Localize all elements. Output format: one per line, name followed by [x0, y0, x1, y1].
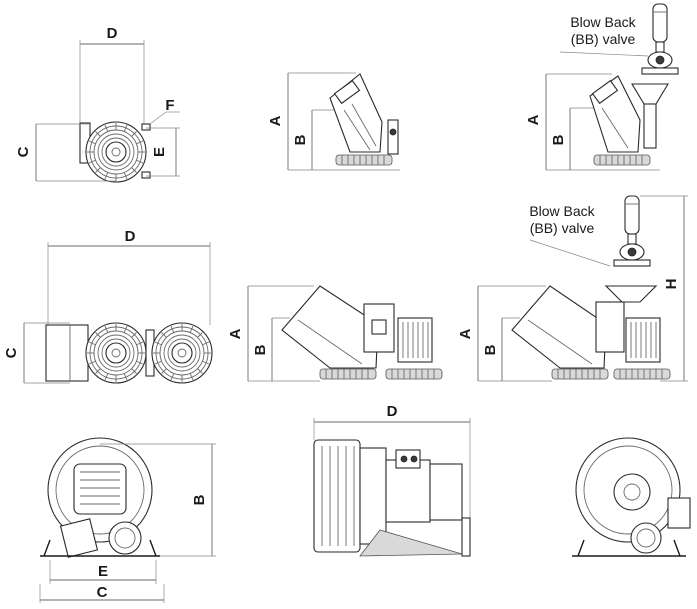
- fan-impeller: [151, 322, 213, 384]
- dim-label-e: E: [98, 563, 108, 580]
- side-valve: [667, 497, 691, 529]
- dim-label-e: E: [151, 147, 168, 157]
- dim-label-c: C: [15, 146, 32, 157]
- dim-label-d: D: [107, 25, 118, 42]
- fan-base: [551, 368, 609, 380]
- valve-label-line2: (BB) valve: [571, 31, 636, 47]
- outlet-flange: [630, 522, 662, 554]
- motor: [625, 317, 661, 363]
- dim-label-a: A: [525, 114, 542, 125]
- view-top-middle: A B: [267, 72, 400, 171]
- hopper-body: [45, 324, 89, 382]
- valve-label-line1: Blow Back: [529, 203, 595, 219]
- dim-label-c: C: [3, 347, 20, 358]
- view-top-left: D C E F: [15, 25, 180, 183]
- terminal-box: [395, 449, 421, 469]
- dim-label-b: B: [191, 494, 208, 505]
- motor-grille: [73, 463, 127, 515]
- dim-label-c: C: [97, 584, 108, 601]
- blow-back-valve: [613, 195, 651, 267]
- fan-base: [335, 154, 393, 166]
- view-bottom-center: D: [313, 403, 471, 557]
- blower-housing: [313, 439, 361, 553]
- dim-label-d: D: [387, 403, 398, 420]
- fan-base: [319, 368, 377, 380]
- dim-label-b: B: [550, 134, 567, 145]
- hopper-body: [511, 285, 607, 369]
- view-bottom-right: [572, 437, 691, 557]
- view-top-right: Blow Back (BB) valve A B: [525, 3, 679, 171]
- blow-back-valve: [641, 3, 679, 75]
- fan-base: [385, 368, 443, 380]
- dim-label-a: A: [457, 328, 474, 339]
- dim-label-f: F: [165, 97, 174, 114]
- fan-impeller: [85, 121, 147, 183]
- dim-label-b: B: [292, 134, 309, 145]
- view-middle-center: A B: [227, 285, 443, 382]
- valve-label-line1: Blow Back: [570, 14, 636, 30]
- dim-label-b: B: [252, 344, 269, 355]
- dim-label-h: H: [663, 279, 680, 290]
- view-middle-right: Blow Back (BB) valve H A B: [457, 195, 688, 382]
- dim-label-a: A: [267, 115, 284, 126]
- dim-label-a: A: [227, 328, 244, 339]
- view-bottom-left: B E C: [39, 437, 216, 603]
- fan-impeller: [85, 322, 147, 384]
- dim-label-d: D: [125, 228, 136, 245]
- motor: [397, 317, 433, 363]
- fan-base: [593, 154, 651, 166]
- view-middle-left: D C: [3, 228, 213, 384]
- valve-label-line2: (BB) valve: [530, 220, 595, 236]
- dim-label-b: B: [482, 344, 499, 355]
- outlet-flange: [108, 521, 142, 555]
- motor: [385, 459, 431, 523]
- fan-base: [613, 368, 671, 380]
